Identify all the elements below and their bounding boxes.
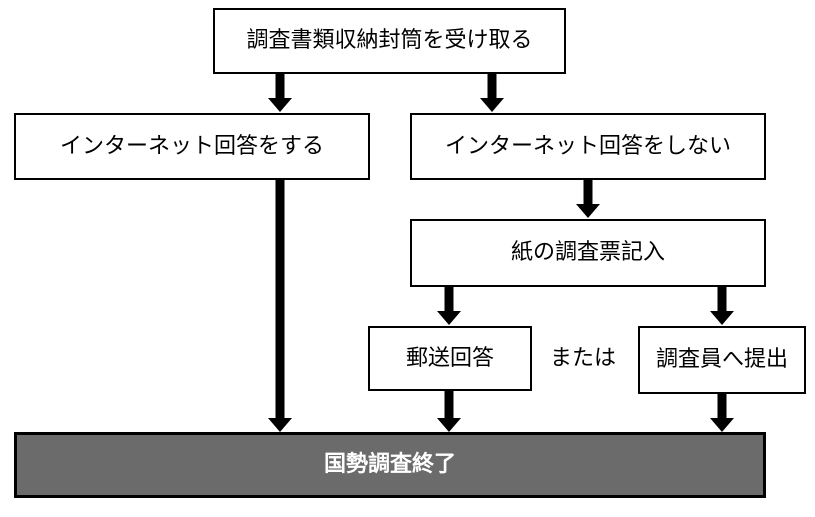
arrowhead-internet-yes-to-end <box>268 418 292 432</box>
arrowhead-paper-to-surveyor <box>710 311 734 325</box>
node-submit-to-surveyor-label: 調査員へ提出 <box>655 347 788 372</box>
arrowhead-surveyor-to-end <box>710 418 734 432</box>
arrowhead-mail-to-end <box>437 418 461 432</box>
node-census-complete-label: 国勢調査終了 <box>323 452 456 477</box>
node-receive-envelope-label: 調査書類収納封筒を受け取る <box>246 28 533 53</box>
arrowhead-paper-to-mail <box>437 311 461 325</box>
arrowhead-internet-no-to-paper <box>576 204 600 218</box>
node-paper-form: 紙の調査票記入 <box>410 219 766 287</box>
node-no-internet-answer: インターネット回答をしない <box>410 113 766 180</box>
node-mail-answer-label: 郵送回答 <box>405 345 494 371</box>
node-internet-answer: インターネット回答をする <box>14 113 370 180</box>
node-receive-envelope: 調査書類収納封筒を受け取る <box>213 8 566 74</box>
node-internet-answer-label: インターネット回答をする <box>59 133 324 159</box>
arrowhead-receive-to-internet-no <box>480 98 504 112</box>
node-census-complete: 国勢調査終了 <box>14 432 766 498</box>
arrowhead-receive-to-internet-yes <box>268 98 292 112</box>
connector-or-label: または <box>550 346 617 371</box>
node-paper-form-label: 紙の調査票記入 <box>510 240 665 265</box>
node-submit-to-surveyor: 調査員へ提出 <box>638 326 806 394</box>
node-mail-answer: 郵送回答 <box>368 326 532 391</box>
node-no-internet-answer-label: インターネット回答をしない <box>444 133 731 159</box>
